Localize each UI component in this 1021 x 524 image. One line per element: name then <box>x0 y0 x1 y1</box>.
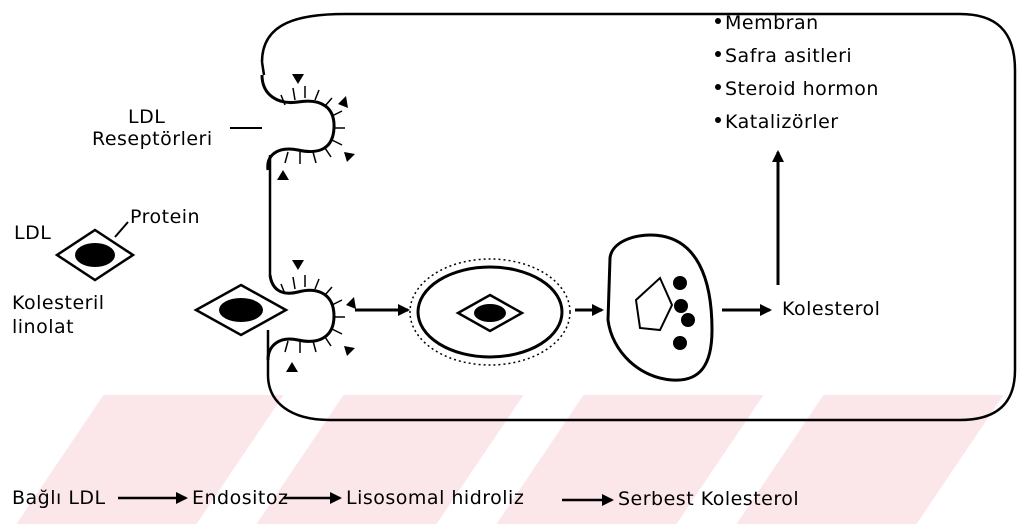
label-cholesterol: Kolesterol <box>782 298 880 320</box>
coated-pit-lower <box>268 260 356 372</box>
label-cholesteryl-line2: linolat <box>12 316 74 338</box>
coated-vesicle <box>410 259 570 365</box>
pathway-step-free-cholesterol: Serbest Kolesterol <box>618 488 799 510</box>
use-item-catalysts: Katalizörler <box>715 111 839 133</box>
label-protein: Protein <box>130 206 200 228</box>
use-item-steroid-hormone: Steroid hormon <box>715 78 879 100</box>
pathway-step-lysosomal-hydrolysis: Lisosomal hidroliz <box>346 487 524 509</box>
ldl-particle-bound <box>196 285 286 335</box>
use-item-membrane: Membran <box>715 12 819 34</box>
pathway-step-bound-ldl: Bağlı LDL <box>12 487 106 509</box>
label-cholesteryl-line1: Kolesteril <box>12 292 105 314</box>
coated-pit-upper <box>262 74 355 180</box>
use-item-bile-acids: Safra asitleri <box>715 45 852 67</box>
lysosome <box>608 235 712 380</box>
ldl-particle-free <box>57 222 133 280</box>
label-ldl-receptors-line1: LDL <box>128 106 165 128</box>
label-ldl-receptors-line2: Reseptörleri <box>92 128 213 150</box>
label-ldl: LDL <box>14 222 51 244</box>
pathway-step-endocytosis: Endositoz <box>192 487 288 509</box>
